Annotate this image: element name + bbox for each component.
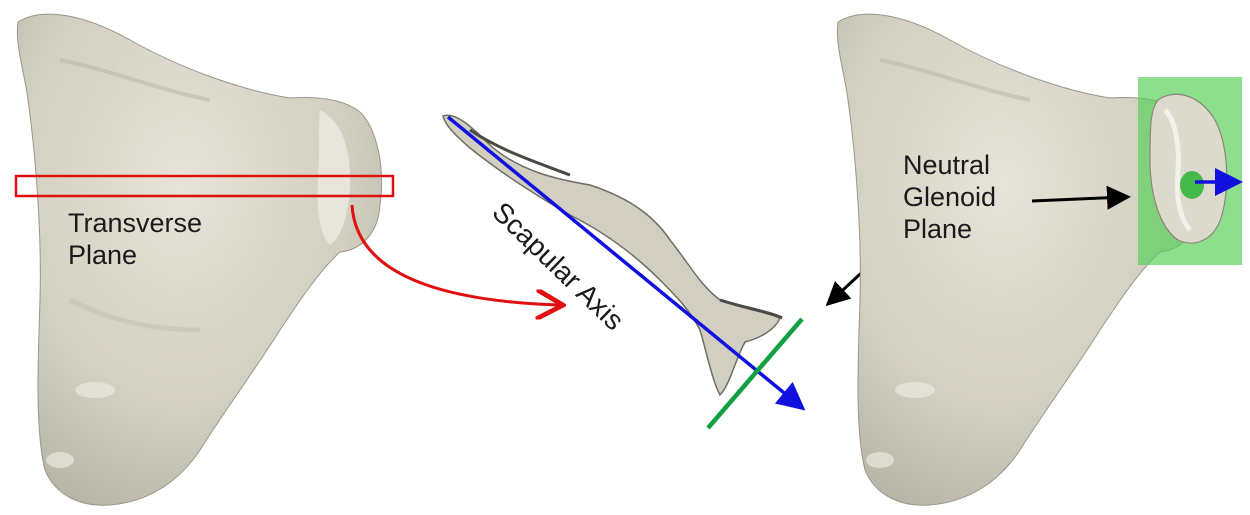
neutral-glenoid-plane-label-line-1: Neutral: [903, 149, 996, 181]
transverse-plane-label: Transverse Plane: [68, 207, 202, 271]
scapular-axis-arrow: [448, 117, 800, 406]
transverse-plane-label-line-2: Plane: [68, 239, 202, 271]
neutral-glenoid-plane-label: Neutral Glenoid Plane: [903, 149, 996, 245]
transverse-plane-label-line-1: Transverse: [68, 207, 202, 239]
neutral-glenoid-plane-label-line-3: Plane: [903, 213, 996, 245]
neutral-glenoid-plane-label-line-2: Glenoid: [903, 181, 996, 213]
scapula-cross-section: [443, 115, 782, 395]
